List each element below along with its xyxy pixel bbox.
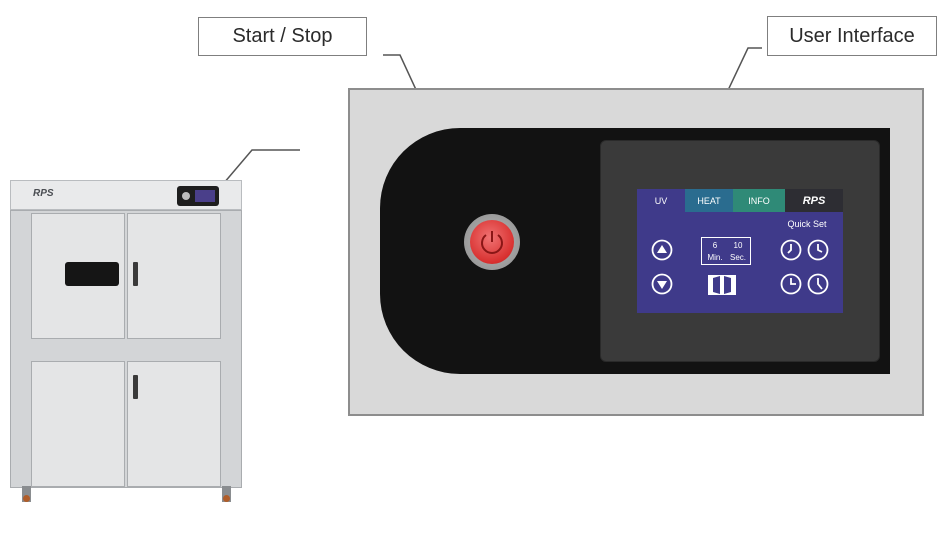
viewing-window — [65, 262, 119, 286]
machine-logo: RPS — [33, 188, 54, 199]
touchscreen-housing: UV HEAT INFO RPS Quick Set 6 10 — [600, 140, 880, 362]
quick-set-1-icon[interactable] — [780, 239, 802, 261]
start-stop-callout: Start / Stop — [198, 17, 367, 56]
seconds-value: 10 — [733, 241, 743, 250]
machine-top-bar: RPS — [10, 180, 242, 210]
lower-left-door[interactable] — [31, 361, 125, 487]
user-interface-callout: User Interface — [767, 16, 937, 56]
seconds-unit: Sec. — [729, 253, 746, 262]
machine-screen — [195, 190, 215, 202]
tab-uv[interactable]: UV — [637, 189, 685, 212]
door-open-icon[interactable] — [707, 274, 737, 296]
lower-right-door[interactable] — [127, 361, 221, 487]
start-stop-label: Start / Stop — [232, 25, 333, 47]
minutes-value: 6 — [712, 241, 718, 250]
decrease-time-icon[interactable] — [651, 273, 673, 295]
tab-uv-label: UV — [654, 195, 668, 206]
right-caster-wheel — [222, 486, 231, 502]
tab-info-label: INFO — [748, 195, 770, 206]
tab-heat-label: HEAT — [697, 195, 721, 206]
lower-door-handle[interactable] — [133, 375, 138, 399]
brand-logo: RPS — [785, 189, 843, 212]
tab-heat[interactable]: HEAT — [685, 189, 733, 212]
uv-curing-machine: RPS — [10, 180, 242, 502]
start-stop-button[interactable] — [464, 214, 520, 270]
touchscreen: UV HEAT INFO RPS Quick Set 6 10 — [637, 189, 843, 313]
upper-door-handle[interactable] — [133, 262, 138, 286]
quick-set-4-icon[interactable] — [807, 273, 829, 295]
quick-set-label: Quick Set — [787, 219, 827, 229]
quick-set-2-icon[interactable] — [807, 239, 829, 261]
minutes-unit: Min. — [707, 253, 723, 262]
brand-logo-text: RPS — [802, 194, 826, 207]
leader-line-machine — [217, 149, 300, 191]
power-icon — [481, 231, 503, 254]
control-panel-closeup: UV HEAT INFO RPS Quick Set 6 10 — [348, 88, 924, 416]
tab-info[interactable]: INFO — [733, 189, 785, 212]
timer-display: 6 10 Min. Sec. — [701, 237, 751, 265]
machine-body — [10, 210, 242, 488]
start-stop-button-face[interactable] — [470, 220, 514, 264]
machine-power-button[interactable] — [182, 192, 190, 200]
machine-control-panel — [177, 186, 219, 206]
upper-right-door[interactable] — [127, 213, 221, 339]
increase-time-icon[interactable] — [651, 239, 673, 261]
left-caster-wheel — [22, 486, 31, 502]
quick-set-3-icon[interactable] — [780, 273, 802, 295]
user-interface-label: User Interface — [789, 24, 915, 47]
